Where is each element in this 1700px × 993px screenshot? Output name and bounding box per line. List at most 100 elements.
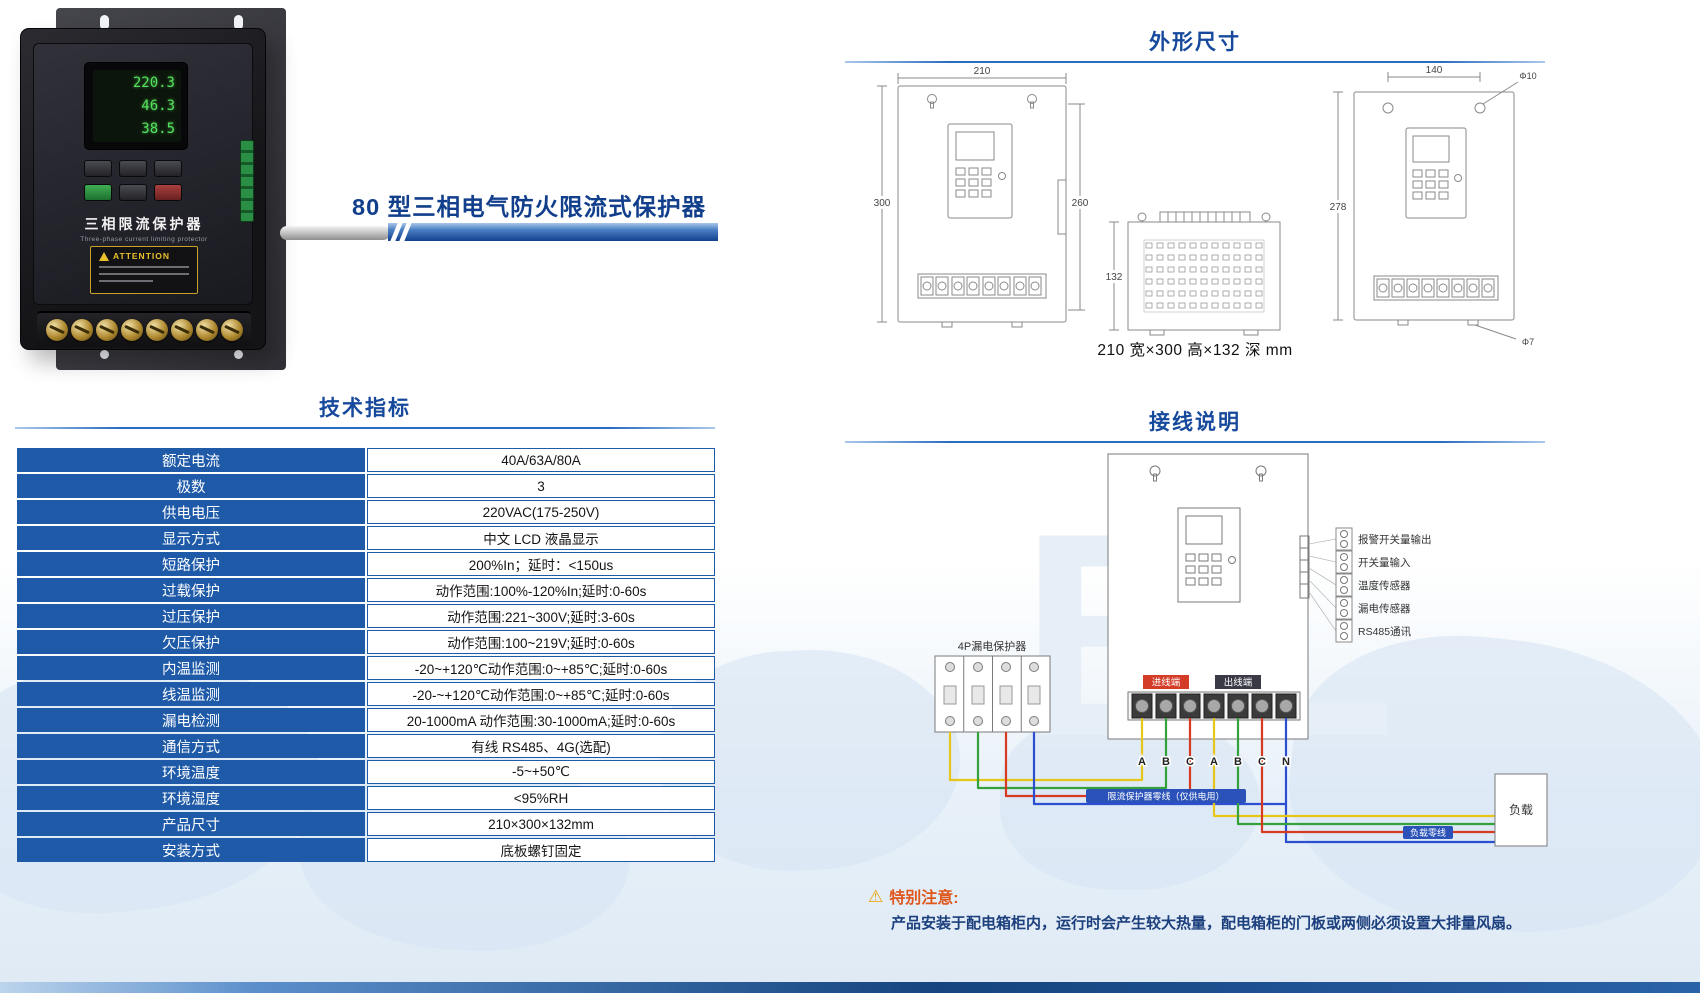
- spec-label: 内温监测: [17, 656, 365, 680]
- table-row: 线温监测-20-~+120℃动作范围:0~+85℃;延时:0-60s: [17, 682, 715, 706]
- spec-value: 中文 LCD 液晶显示: [367, 526, 715, 550]
- header-rule: [15, 427, 715, 429]
- dim-depth-label: 132: [1106, 272, 1123, 283]
- spec-label: 通信方式: [17, 734, 365, 758]
- terminal-block: [37, 311, 251, 347]
- wire-phase-a-in: [948, 718, 1144, 782]
- spec-value: <95%RH: [367, 786, 715, 810]
- header-rule: [845, 61, 1545, 63]
- io-terminals: 报警开关量输出 开关量输入 温度传感器 漏电传感器 RS485通讯: [1335, 527, 1432, 643]
- load-neutral-label: 负载零线: [1410, 827, 1446, 838]
- terminal-letter: B: [1234, 756, 1242, 768]
- protector-neutral-label: 限流保护器零线（仅供电用）: [1107, 791, 1224, 802]
- dim-back-height-label: 278: [1330, 202, 1347, 213]
- side-view-drawing: 132: [1102, 211, 1281, 336]
- load-neutral-badge: [1403, 826, 1453, 839]
- io-label: 漏电传感器: [1358, 602, 1411, 615]
- mounting-hole: [100, 15, 109, 30]
- terminal-letters: A B C A B C N: [1137, 755, 1292, 770]
- dimensions-section-header: 外形尺寸: [845, 26, 1545, 63]
- device-button: [119, 184, 147, 201]
- table-row: 过压保护动作范围:221~300V;延时:3-60s: [17, 604, 715, 628]
- mounting-hole: [234, 350, 243, 359]
- terminal-screw: [95, 319, 118, 341]
- dim-hole-span-label: 260: [1072, 198, 1089, 209]
- warning-title: 特别注意:: [889, 890, 959, 907]
- inlet-label: 进线端: [1152, 677, 1181, 689]
- io-label: 温度传感器: [1358, 579, 1411, 592]
- side-connector: [240, 140, 254, 222]
- specs-section-title: 技术指标: [319, 397, 411, 420]
- spec-value: 动作范围:221~300V;延时:3-60s: [367, 604, 715, 628]
- lcd-reading: 46.3: [141, 98, 175, 114]
- fine-print-line: [99, 280, 153, 282]
- fine-print-line: [99, 273, 189, 275]
- spec-label: 过载保护: [17, 578, 365, 602]
- wires: [948, 718, 1495, 844]
- table-row: 环境湿度<95%RH: [17, 786, 715, 810]
- wiring-section-title: 接线说明: [1149, 411, 1241, 434]
- warning-icon: ⚠: [868, 886, 884, 906]
- spec-label: 安装方式: [17, 838, 365, 862]
- spec-value: 底板螺钉固定: [367, 838, 715, 862]
- mounting-hole: [100, 350, 109, 359]
- product-photo: 220.3 46.3 38.5 三相限流保护器 Three-phase curr…: [8, 6, 338, 378]
- spec-value: 3: [367, 474, 715, 498]
- title-ribbon: [388, 223, 718, 241]
- dimensions-section-title: 外形尺寸: [1149, 31, 1241, 54]
- device-face: 220.3 46.3 38.5 三相限流保护器 Three-phase curr…: [33, 43, 254, 305]
- device-button-green: [84, 184, 112, 201]
- io-label: 报警开关量输出: [1358, 533, 1432, 546]
- spec-label: 额定电流: [17, 448, 365, 472]
- device-button: [154, 160, 182, 177]
- spec-value: -5~+50℃: [367, 760, 715, 784]
- spec-label: 短路保护: [17, 552, 365, 576]
- io-leader-lines: [1308, 538, 1337, 632]
- dim-top-hole-label: Φ10: [1519, 71, 1536, 81]
- wiring-section-header: 接线说明: [845, 406, 1545, 443]
- spec-label: 极数: [17, 474, 365, 498]
- terminal-screw: [220, 319, 243, 341]
- spec-label: 线温监测: [17, 682, 365, 706]
- terminal-screw: [120, 319, 143, 341]
- lcd-reading: 38.5: [141, 121, 175, 137]
- specs-section-header: 技术指标: [15, 392, 715, 429]
- lcd-reading: 220.3: [132, 75, 175, 91]
- spec-label: 显示方式: [17, 526, 365, 550]
- table-row: 安装方式底板螺钉固定: [17, 838, 715, 862]
- table-row: 过载保护动作范围:100%-120%In;延时:0-60s: [17, 578, 715, 602]
- device-terminal-strip: [1127, 691, 1301, 721]
- terminal-screw: [170, 319, 193, 341]
- spec-value: 有线 RS485、4G(选配): [367, 734, 715, 758]
- device-button-red: [154, 184, 182, 201]
- terminal-screw: [45, 319, 68, 341]
- spec-value: 动作范围:100~219V;延时:0-60s: [367, 630, 715, 654]
- io-label: RS485通讯: [1358, 625, 1412, 638]
- dim-height-label: 300: [874, 198, 891, 209]
- load-box: 负载: [1494, 773, 1548, 847]
- spec-label: 过压保护: [17, 604, 365, 628]
- spec-value: 200%In；延时：<150us: [367, 552, 715, 576]
- wire-phase-a-out: [1212, 718, 1495, 818]
- mounting-hole: [234, 15, 243, 30]
- dimensions-caption: 210 宽×300 高×132 深 mm: [1097, 342, 1293, 359]
- spec-label: 供电电压: [17, 500, 365, 524]
- footer-strip: [0, 982, 1700, 993]
- device-brand-sublabel: Three-phase current limiting protector: [80, 236, 208, 243]
- spec-value: 40A/63A/80A: [367, 448, 715, 472]
- spec-value: 220VAC(175-250V): [367, 500, 715, 524]
- spec-label: 环境湿度: [17, 786, 365, 810]
- terminal-letter: B: [1162, 756, 1170, 768]
- terminal-letter: A: [1138, 756, 1146, 768]
- table-row: 通信方式有线 RS485、4G(选配): [17, 734, 715, 758]
- attention-text: ATTENTION: [113, 251, 171, 261]
- table-row: 欠压保护动作范围:100~219V;延时:0-60s: [17, 630, 715, 654]
- spec-label: 漏电检测: [17, 708, 365, 732]
